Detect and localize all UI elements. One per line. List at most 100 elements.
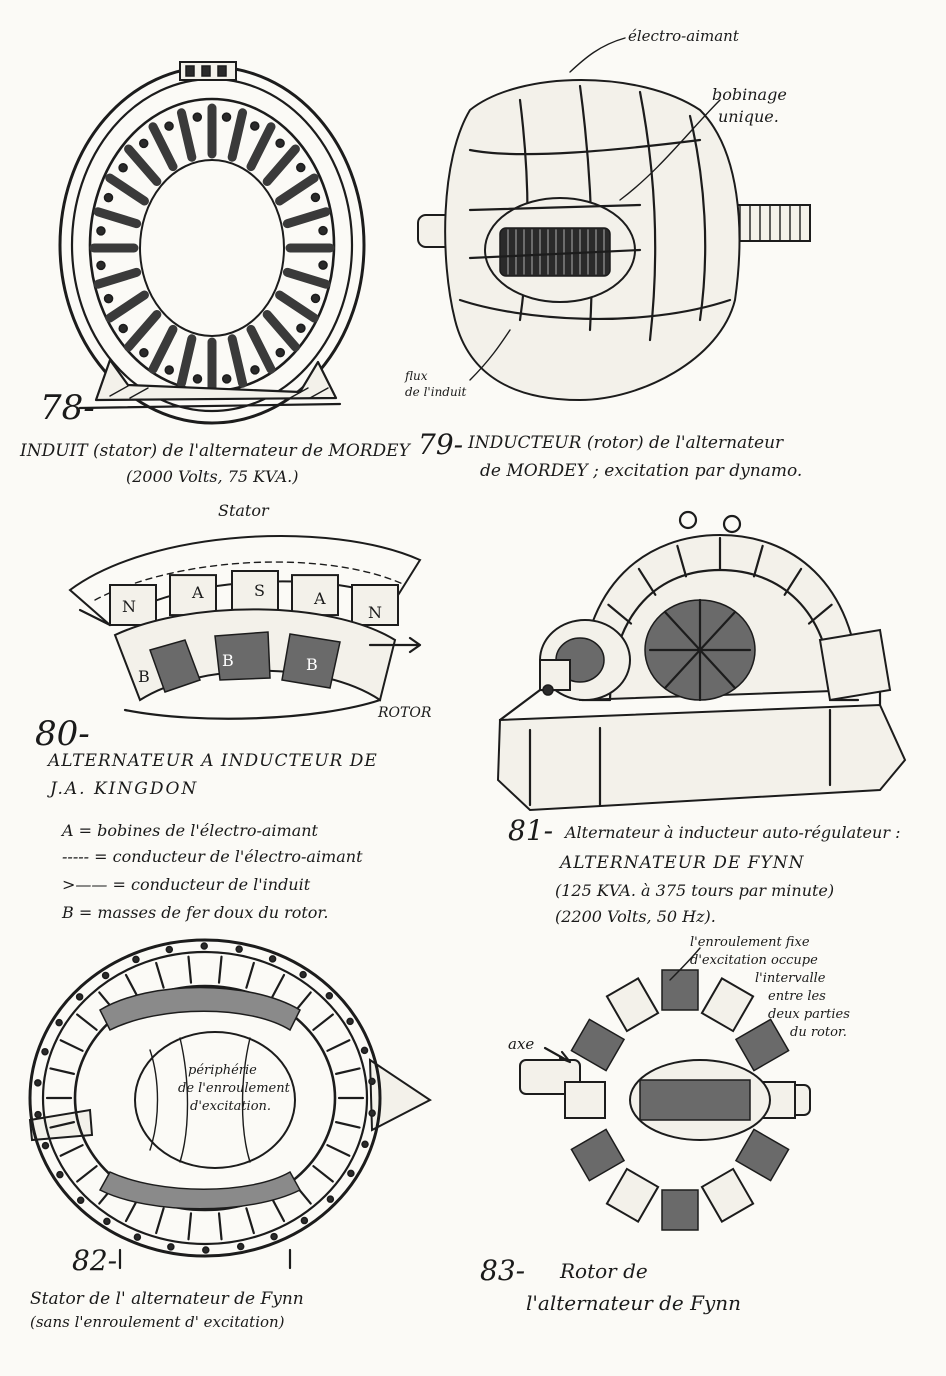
stator-bolt	[167, 1243, 175, 1251]
fig78-number: 78-	[40, 388, 95, 428]
stator-bolt	[41, 1047, 49, 1056]
stator-bolt	[103, 1217, 111, 1226]
stator-tooth	[282, 267, 331, 289]
stator-slot	[124, 973, 140, 999]
stator-tooth	[176, 108, 197, 162]
stator-bolt	[235, 945, 243, 953]
stator-slot	[217, 1212, 223, 1241]
dome-rib	[807, 603, 833, 625]
dome-rib	[783, 567, 803, 596]
stator-tooth	[282, 207, 331, 229]
stator-rivet	[96, 260, 106, 271]
stator-tooth	[124, 144, 162, 187]
stator-tooth	[275, 173, 319, 206]
fig79-caption-line1: INDUCTEUR (rotor) de l'alternateur	[468, 433, 784, 453]
stator-slot	[76, 1013, 98, 1031]
stator-tooth	[105, 290, 149, 323]
fig79-label-electro-aimant: électro-aimant	[628, 27, 739, 45]
stator-rivet	[296, 323, 306, 334]
stator-tooth	[93, 267, 142, 289]
stator-rivet	[192, 374, 203, 384]
stator-rivet	[118, 323, 128, 334]
fig80-pole-A2: A	[314, 589, 326, 608]
stator-tooth	[275, 290, 319, 323]
fig82-caption-line2: (sans l'enroulement d' excitation)	[30, 1313, 285, 1331]
dome-rib	[752, 544, 764, 578]
stator-slot	[59, 1039, 84, 1052]
stator-bolt	[132, 955, 140, 964]
stator-slot	[187, 1212, 193, 1241]
fig81-caption-line4: (2200 Volts, 50 Hz).	[555, 907, 716, 926]
fig83-note-line3: l'intervalle	[755, 971, 826, 986]
pole-block	[231, 570, 279, 612]
stator-slot	[155, 961, 165, 989]
stator-rivet	[118, 162, 128, 173]
fig80-rotor-B3: B	[306, 655, 318, 674]
stator-slot	[270, 973, 286, 999]
rotor-block	[570, 1018, 626, 1072]
stator-rivet	[192, 112, 203, 122]
fig80-label-stator: Stator	[218, 501, 269, 520]
stator-slot	[245, 961, 255, 989]
stator-bolt	[368, 1077, 376, 1086]
stator-bolt	[75, 993, 84, 1001]
stator-bolt	[55, 1018, 63, 1027]
stator-rivet	[318, 225, 328, 236]
stator-rivet	[138, 138, 149, 149]
stator-slot	[59, 1144, 84, 1157]
fig81-caption-line3: (125 KVA. à 375 tours par minute)	[555, 881, 835, 900]
dome-rib	[637, 567, 657, 596]
stator-bolt	[325, 992, 334, 1000]
fig83-note-line6: du rotor.	[790, 1025, 847, 1040]
fig79-label-bobinage-line1: bobinage	[712, 85, 787, 104]
rotor-block	[734, 1128, 790, 1182]
stator-tooth	[227, 108, 248, 162]
stator-bolt	[300, 1216, 309, 1225]
fig79-label-bobinage-line2: unique.	[718, 107, 779, 126]
stator-bolt	[236, 1242, 245, 1251]
stator-bolt	[368, 1109, 376, 1117]
fig82-number: 82-	[72, 1244, 118, 1277]
fig80-caption-line2: J.A. KINGDON	[50, 779, 199, 799]
stator-tooth	[148, 122, 178, 172]
fig80-number: 80-	[35, 714, 90, 754]
stator-tooth	[176, 334, 197, 388]
fig80-legend-arrow: >—— = conducteur de l'induit	[62, 875, 311, 894]
stator-rivet	[164, 121, 174, 131]
stator-bolt	[270, 1232, 278, 1241]
stator-slot	[49, 1121, 76, 1129]
stator-tooth	[93, 207, 142, 229]
stator-tooth	[148, 324, 178, 374]
stator-rivet	[310, 293, 321, 304]
fig80-legend-dashed: ----- = conducteur de l'électro-aimant	[62, 847, 363, 866]
stator-bolt	[76, 1196, 85, 1204]
fig83-note-line2: d'excitation occupe	[690, 953, 818, 968]
rotor-block	[734, 1018, 790, 1072]
stator-slot	[326, 1039, 351, 1052]
stator-tooth	[246, 324, 276, 374]
stator-bolt	[200, 942, 208, 950]
stator-rivet	[139, 348, 149, 358]
fig83-note-line1: l'enroulement fixe	[690, 935, 810, 950]
fig80-label-rotor: ROTOR	[378, 705, 432, 721]
stator-bolt	[347, 1169, 355, 1178]
fig80-pole-S: S	[254, 581, 265, 600]
stator-tooth	[262, 309, 300, 352]
fig82-label-line2: de l'enroulement	[178, 1081, 290, 1096]
stator-rivet	[275, 347, 286, 358]
stator-rivet	[250, 121, 260, 131]
fig78-caption-line2: (2000 Volts, 75 KVA.)	[126, 467, 299, 486]
stator-slot	[49, 1067, 76, 1075]
fig83-note-line5: deux parties	[768, 1007, 850, 1022]
stator-rivet	[296, 162, 306, 173]
dome-rib	[676, 544, 688, 578]
rotor-block	[605, 977, 660, 1033]
fig82-caption-line1: Stator de l' alternateur de Fynn	[30, 1289, 304, 1309]
stator-rivet	[221, 112, 232, 122]
stator-bolt	[165, 945, 174, 954]
stator-slot	[326, 1144, 351, 1157]
stator-bolt	[326, 1195, 335, 1203]
